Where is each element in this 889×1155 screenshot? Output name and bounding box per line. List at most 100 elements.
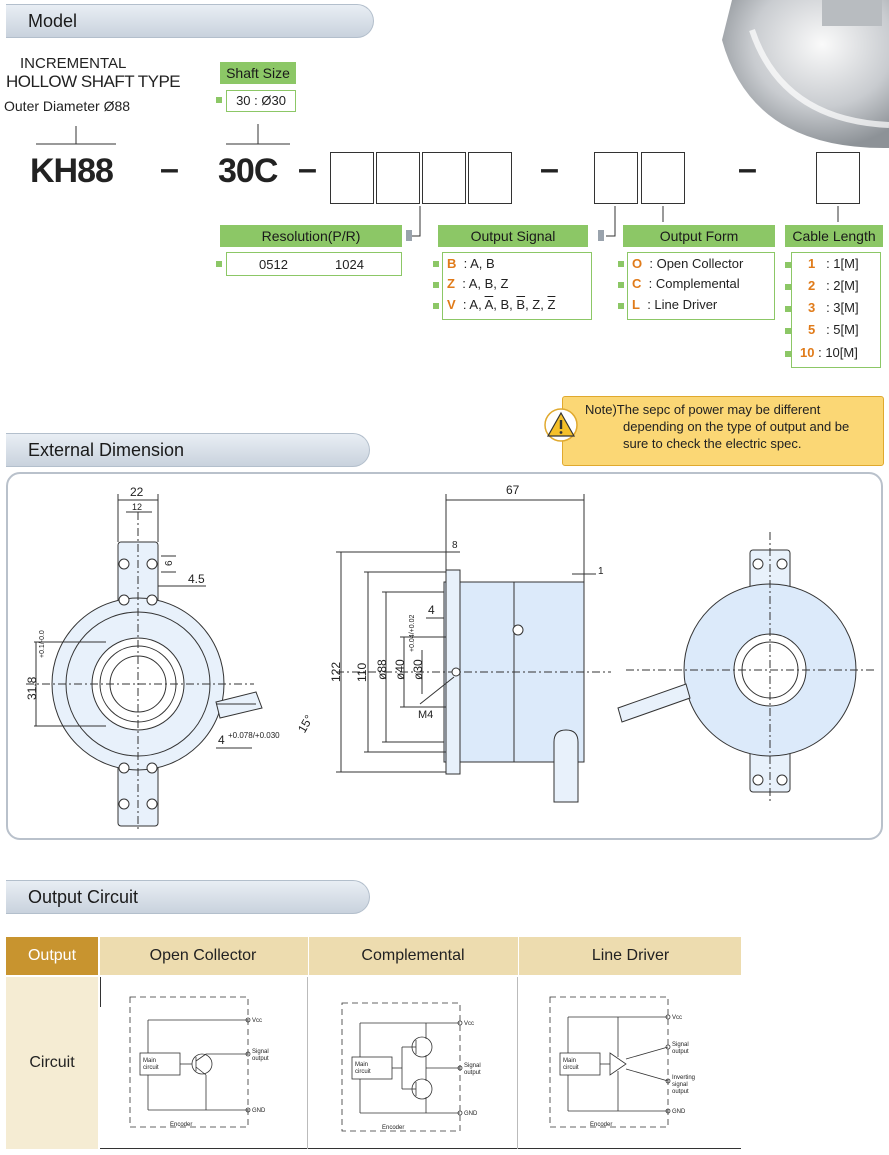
circuit-header-open-collector: Open Collector: [149, 947, 257, 964]
model-dash-4: –: [738, 150, 757, 188]
cable-marker-4: [785, 328, 791, 334]
dim-phi-40: ø40: [393, 659, 407, 680]
output-form-c: C : Complemental: [632, 276, 740, 291]
circuit-row-bottom-rule: [100, 1148, 741, 1149]
shaft-size-box: 30 : Ø30: [226, 90, 296, 112]
product-image: [722, 0, 889, 149]
resolution-box: 0512 1024: [226, 252, 402, 276]
ld-signal: Signal: [672, 1042, 689, 1048]
circuit-header-row: [100, 937, 741, 975]
dim-12: 12: [132, 502, 142, 512]
resolution-marker: [216, 261, 222, 267]
dim-phi-30-tol: +0.04/+0.02: [409, 615, 416, 652]
output-form-marker: [618, 261, 624, 267]
output-signal-z: Z : A, B, Z: [447, 276, 509, 291]
dimension-drawing: 22 12 6 4.5 31.8 +0.1/-0.0 4 +0.078/+0.0…: [25, 483, 876, 832]
cable-marker-3: [785, 306, 791, 312]
output-form-tag: Output Form: [623, 225, 775, 247]
dim-m4: M4: [418, 709, 433, 721]
ld-vcc: Vcc: [672, 1015, 682, 1021]
cp-output: output: [464, 1070, 481, 1076]
dim-122: 122: [329, 662, 343, 682]
ld-output: output: [672, 1049, 689, 1055]
dimension-frame: [6, 472, 883, 840]
circuit-col-divider-1: [307, 977, 308, 1149]
note-box: Note)The sepc of power may be different …: [562, 396, 884, 466]
circuit-col-divider-2: [517, 977, 518, 1149]
dim-6: 6: [164, 560, 175, 566]
circuit-complemental: Main circuit Vcc Signal output GND Encod…: [341, 1002, 481, 1132]
model-dash-1: –: [160, 150, 179, 188]
warning-icon: [544, 408, 578, 442]
dim-22: 22: [130, 485, 144, 499]
dim-1: 1: [598, 566, 604, 577]
cable-marker-5: [785, 351, 791, 357]
model-type-line1: INCREMENTAL: [20, 55, 127, 72]
oc-vcc: Vcc: [252, 1018, 262, 1024]
oc-circuit: circuit: [143, 1065, 159, 1071]
dim-4-5: 4.5: [188, 572, 205, 586]
dim-31-8-tol: +0.1/-0.0: [39, 630, 46, 658]
cable-10: 10 : 10[M]: [800, 345, 858, 360]
cable-length-tag: Cable Length: [785, 225, 883, 247]
shaft-size-value: 30 : Ø30: [236, 93, 286, 108]
cp-encoder: Encoder: [382, 1125, 404, 1131]
ld-gnd: GND: [672, 1109, 686, 1115]
cable-2: 2 : 2[M]: [808, 278, 859, 293]
dim-4-b: 4: [428, 603, 435, 617]
cp-signal: Signal: [464, 1063, 481, 1069]
cable-1: 1 : 1[M]: [808, 256, 859, 271]
cable-3: 3 : 3[M]: [808, 300, 859, 315]
model-type-line2: HOLLOW SHAFT TYPE: [6, 72, 181, 91]
circuit-line-driver: Main circuit Vcc Signal output Inverting…: [549, 996, 695, 1128]
output-signal-marker: [433, 261, 439, 267]
model-code-30c: 30C: [218, 152, 278, 190]
output-signal-b: B : A, B: [447, 256, 495, 271]
cable-marker-1: [785, 262, 791, 268]
resolution-value-0512: 0512: [259, 257, 288, 272]
shaft-size-marker: [216, 97, 222, 103]
cable-5: 5 : 5[M]: [808, 322, 859, 337]
ld-circuit: circuit: [563, 1065, 579, 1071]
cp-circuit: circuit: [355, 1069, 371, 1075]
dim-31-8: 31.8: [25, 676, 39, 700]
cable-length-box: 1 : 1[M] 2 : 2[M] 3 : 3[M] 5 : 5[M] 10 :…: [791, 252, 881, 368]
dim-4-a: 4: [218, 733, 225, 747]
oc-output: output: [252, 1056, 269, 1062]
circuit-header-output: Output: [6, 937, 98, 975]
circuit-col-divider-0: [100, 977, 101, 1007]
section-header-external-dimension: External Dimension: [6, 433, 370, 467]
note-line-3: sure to check the electric spec.: [623, 436, 802, 451]
resolution-value-1024: 1024: [335, 257, 364, 272]
shaft-size-tag: Shaft Size: [220, 62, 296, 84]
slot-cable-length: [816, 152, 860, 204]
oc-encoder: Encoder: [170, 1122, 192, 1128]
output-form-box: O : Open Collector C : Complemental L : …: [627, 252, 775, 320]
section-header-model: Model: [6, 4, 374, 38]
dim-110: 110: [355, 663, 369, 682]
circuit-open-collector: Main circuit Vcc Signal output GND Encod…: [129, 996, 269, 1128]
ld-encoder: Encoder: [590, 1122, 612, 1128]
oc-signal: Signal: [252, 1049, 269, 1055]
output-form-marker-2: [618, 282, 624, 288]
slot-output-signal: [594, 152, 638, 204]
output-form-l: L : Line Driver: [632, 297, 718, 312]
dim-8: 8: [452, 540, 458, 551]
slot-resolution-4: [468, 152, 512, 204]
cp-main: Main: [355, 1062, 368, 1068]
cable-marker-2: [785, 284, 791, 290]
ld-output2: output: [672, 1089, 689, 1095]
output-signal-tag: Output Signal: [438, 225, 588, 247]
output-form-marker-3: [618, 303, 624, 309]
note-line-2: depending on the type of output and be: [623, 419, 850, 434]
section-header-output-circuit: Output Circuit: [6, 880, 370, 914]
dim-15-deg: 15°: [295, 712, 316, 735]
slot-output-form: [641, 152, 685, 204]
dim-67: 67: [506, 483, 520, 497]
output-signal-v: V : A, A, B, B, Z, Z: [447, 297, 556, 312]
output-form-o: O : Open Collector: [632, 256, 744, 271]
note-line-1: Note)The sepc of power may be different: [585, 402, 821, 417]
dim-phi-30: ø30: [411, 659, 425, 680]
ld-main: Main: [563, 1058, 576, 1064]
dim-phi-88: ø88: [375, 659, 389, 680]
